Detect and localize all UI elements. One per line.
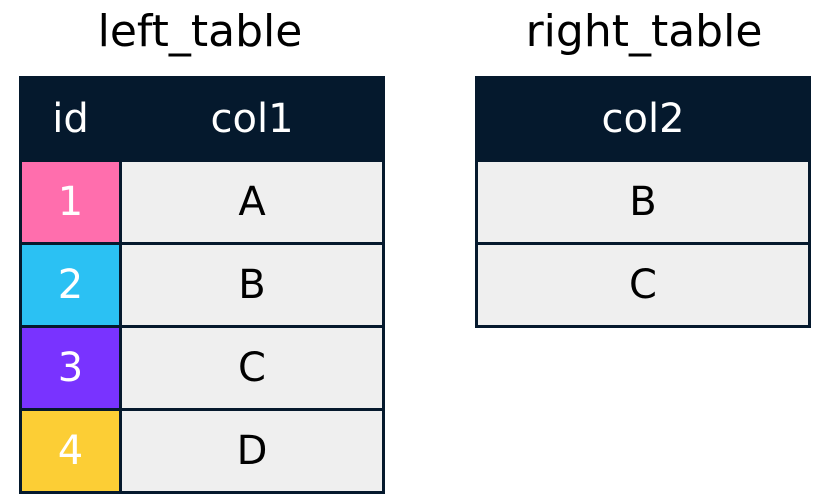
left-table-header-id: id bbox=[19, 76, 122, 162]
right-table-header-row: col2 bbox=[475, 76, 811, 162]
left-table-col1-cell: D bbox=[119, 408, 385, 494]
right-table-col2-cell: B bbox=[475, 159, 811, 245]
left-table-header-row: id col1 bbox=[19, 76, 385, 162]
right-table-col2-cell: C bbox=[475, 242, 811, 328]
left-table-id-cell: 1 bbox=[19, 159, 122, 245]
left-table-id-cell: 2 bbox=[19, 242, 122, 328]
right-table-header-col2: col2 bbox=[475, 76, 811, 162]
left-table-row: 2 B bbox=[19, 242, 385, 328]
left-table-row: 1 A bbox=[19, 159, 385, 245]
left-table-header-col1: col1 bbox=[119, 76, 385, 162]
right-table-row: B bbox=[475, 159, 811, 245]
left-table-col1-cell: B bbox=[119, 242, 385, 328]
left-table-id-cell: 3 bbox=[19, 325, 122, 411]
right-table: col2 B C bbox=[475, 76, 811, 328]
right-table-row: C bbox=[475, 242, 811, 328]
left-table-col1-cell: A bbox=[119, 159, 385, 245]
left-table-row: 4 D bbox=[19, 408, 385, 494]
left-table-title: left_table bbox=[97, 6, 303, 57]
left-table: id col1 1 A 2 B 3 C 4 D bbox=[19, 76, 385, 494]
left-table-col1-cell: C bbox=[119, 325, 385, 411]
left-table-row: 3 C bbox=[19, 325, 385, 411]
left-table-id-cell: 4 bbox=[19, 408, 122, 494]
right-table-title: right_table bbox=[525, 6, 763, 57]
